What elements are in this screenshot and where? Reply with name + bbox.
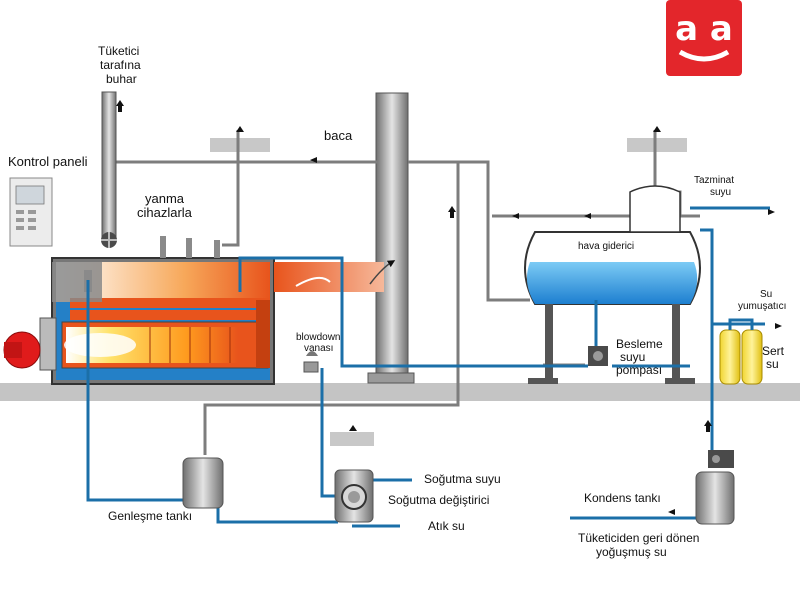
label-feed-pump-2: suyu <box>620 350 645 364</box>
label-burners-1: yanma <box>145 191 185 206</box>
feed-water-pump[interactable] <box>588 346 608 366</box>
deaerator-tank <box>524 185 701 384</box>
label-control-panel: Kontrol paneli <box>8 154 88 169</box>
label-cooling-water: Soğutma suyu <box>424 472 501 486</box>
label-blowdown-1: blowdown <box>296 332 340 343</box>
chimney-stack <box>367 92 415 384</box>
label-deaerator: hava giderici <box>578 241 634 252</box>
vent-cap-deaerator <box>627 138 687 152</box>
label-return-condensate-2: yoğuşmuş su <box>596 545 667 559</box>
condensate-tank <box>695 471 735 525</box>
label-consumer-steam-1: Tüketici <box>98 44 139 58</box>
label-hard-water-2: su <box>766 357 779 371</box>
label-hard-water-1: Sert <box>762 344 785 358</box>
label-consumer-steam-2: tarafına <box>100 58 141 72</box>
label-blowdown-2: vanası <box>304 343 333 354</box>
label-feed-pump-1: Besleme <box>616 337 663 351</box>
water-softener <box>719 329 763 385</box>
logo-text: a a <box>675 9 733 49</box>
steam-outlet-pipe <box>101 91 117 243</box>
water-piping <box>86 206 770 528</box>
softener-piping <box>728 318 754 330</box>
vent-cap-exchanger <box>330 432 374 446</box>
label-makeup-water-1: Tazminat <box>694 175 734 186</box>
cooling-heat-exchanger <box>334 469 374 523</box>
label-burners-2: cihazlarla <box>137 205 193 220</box>
label-makeup-water-2: suyu <box>710 187 731 198</box>
label-waste-water: Atık su <box>428 519 465 533</box>
label-return-condensate-1: Tüketiciden geri dönen <box>578 531 699 545</box>
brand-logo: a a <box>666 0 742 76</box>
flow-arrows <box>116 100 782 515</box>
label-chimney: baca <box>324 128 353 143</box>
label-feed-pump-3: pompası <box>616 363 662 377</box>
expansion-tank <box>182 457 224 509</box>
burner <box>3 317 57 371</box>
labels: Tüketici tarafına buhar Kontrol paneli b… <box>8 44 786 559</box>
floor <box>0 383 800 401</box>
vent-cap-boiler <box>210 138 270 152</box>
label-cooling-exchanger: Soğutma değiştirici <box>388 493 489 507</box>
label-softener-2: yumuşatıcı <box>738 301 786 312</box>
blowdown-valve[interactable] <box>303 351 319 373</box>
flue-gas-duct <box>274 262 384 292</box>
control-panel <box>9 177 53 247</box>
label-expansion-tank: Genleşme tankı <box>108 509 192 523</box>
condensate-pump[interactable] <box>708 450 734 468</box>
label-softener-1: Su <box>760 289 772 300</box>
label-condensate-tank: Kondens tankı <box>584 491 661 505</box>
label-consumer-steam-3: buhar <box>106 72 137 86</box>
